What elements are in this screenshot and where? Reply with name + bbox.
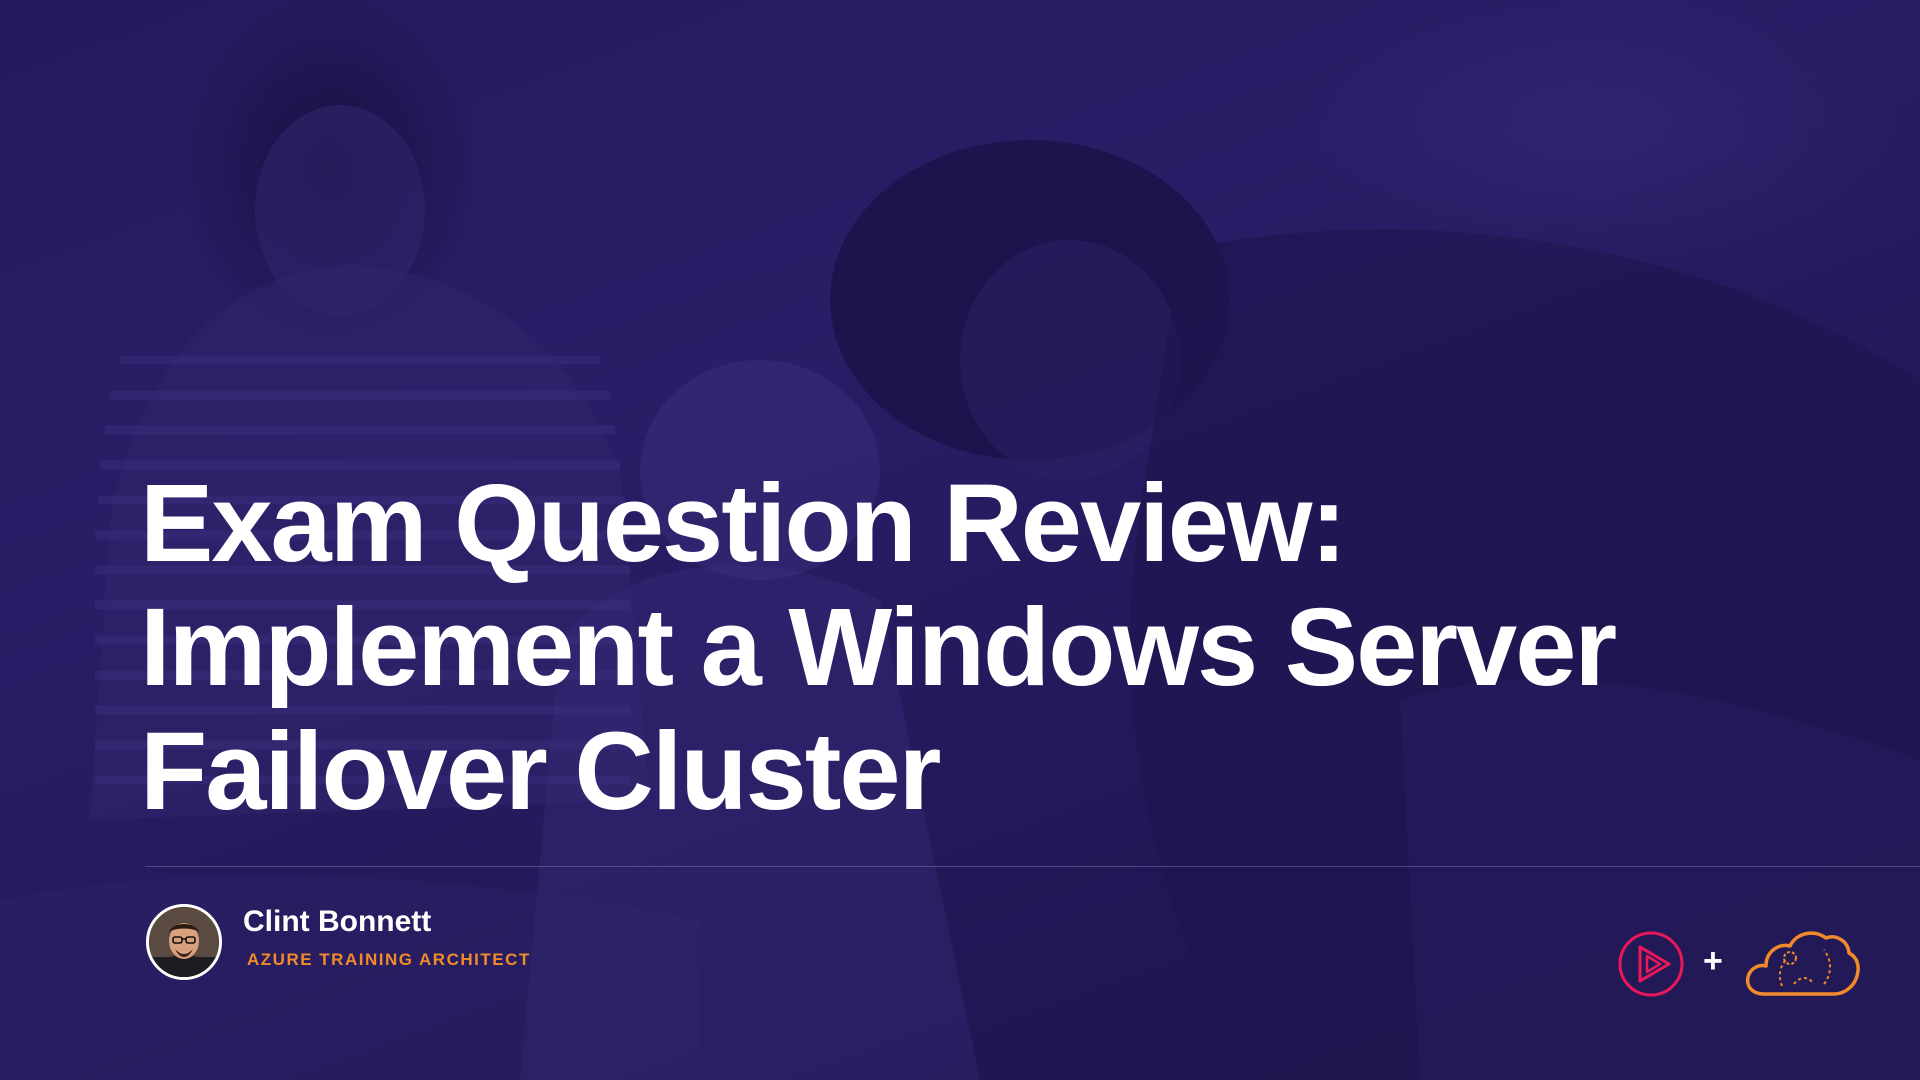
presenter-role: AZURE TRAINING ARCHITECT xyxy=(247,950,531,969)
logo-separator: + xyxy=(1703,942,1723,980)
title-line-1: Exam Question Review: xyxy=(140,462,1347,585)
pluralsight-play-icon xyxy=(1618,931,1684,997)
avatar xyxy=(146,904,222,980)
presenter-name: Clint Bonnett xyxy=(243,905,432,938)
title-line-2: Implement a Windows Server xyxy=(140,586,1617,709)
slide-title: Exam Question Review: Implement a Window… xyxy=(140,462,1790,834)
divider-line xyxy=(145,866,1920,867)
title-line-3: Failover Cluster xyxy=(140,710,941,833)
acloudguru-cloud-icon xyxy=(1745,931,1860,996)
